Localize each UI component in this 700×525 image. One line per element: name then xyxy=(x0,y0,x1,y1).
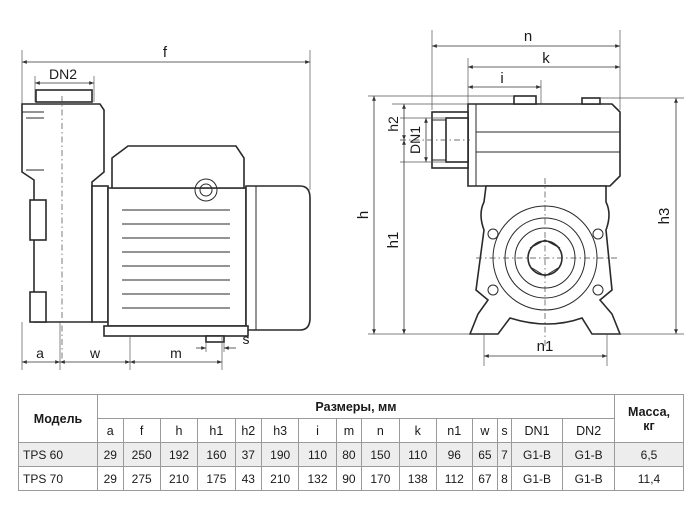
dimension-cell: 190 xyxy=(260,442,300,467)
dimension-cell: 110 xyxy=(398,442,437,467)
dimension-cell: G1-B xyxy=(510,466,564,491)
dimension-cell: 150 xyxy=(361,442,400,467)
mass-cell: 6,5 xyxy=(614,442,684,467)
dimension-cell: 175 xyxy=(197,466,236,491)
dimension-cell: 132 xyxy=(298,466,337,491)
dimension-column-header: DN1 xyxy=(510,418,564,443)
dimension-cell: G1-B xyxy=(562,442,615,467)
dimension-cell: G1-B xyxy=(562,466,615,491)
pump-dimension-drawing: f DN2 xyxy=(21,28,684,370)
dimension-cell: 110 xyxy=(298,442,337,467)
dim-label-f: f xyxy=(163,44,168,61)
dimension-cell: 170 xyxy=(361,466,400,491)
dimension-cell: 90 xyxy=(335,466,363,491)
dim-label-w: w xyxy=(89,345,101,361)
dimension-cell: 138 xyxy=(398,466,437,491)
dimension-column-header: f xyxy=(122,418,161,443)
dim-label-i: i xyxy=(500,70,503,87)
model-cell: TPS 70 xyxy=(18,466,98,491)
mass-cell: 11,4 xyxy=(614,466,684,491)
model-column-header: Модель xyxy=(18,394,98,443)
dimension-cell: 37 xyxy=(234,442,263,467)
dimension-cell: 160 xyxy=(197,442,236,467)
dim-label-n: n xyxy=(524,28,532,45)
mass-header-line2: кг xyxy=(643,418,655,433)
dim-label-dn2: DN2 xyxy=(49,66,77,82)
dim-label-h2: h2 xyxy=(385,116,401,132)
dimension-column-header: h2 xyxy=(234,418,263,443)
dimension-column-header: s xyxy=(497,418,512,443)
dimension-cell: 7 xyxy=(497,442,512,467)
dim-label-n1: n1 xyxy=(537,338,554,355)
dim-label-h: h xyxy=(355,211,372,219)
dimension-column-header: n1 xyxy=(435,418,473,443)
dimension-cell: 210 xyxy=(159,466,199,491)
dimension-cell: 192 xyxy=(159,442,199,467)
dimension-column-header: k xyxy=(398,418,437,443)
dim-label-h3: h3 xyxy=(656,208,673,225)
dimension-cell: 8 xyxy=(497,466,512,491)
dim-label-m: m xyxy=(170,345,182,361)
dimensions-group-header: Размеры, мм xyxy=(97,394,615,419)
mass-header-line1: Масса, xyxy=(628,404,670,419)
dimension-column-header: h3 xyxy=(260,418,300,443)
dim-label-a: a xyxy=(36,345,44,361)
dimension-column-header: DN2 xyxy=(562,418,615,443)
mass-column-header: Масса, кг xyxy=(614,394,684,443)
dimension-column-header: h1 xyxy=(197,418,236,443)
front-view: n k i h2 DN1 xyxy=(355,28,684,366)
dimension-cell: 29 xyxy=(97,466,124,491)
dimension-column-header: h xyxy=(159,418,199,443)
dimension-cell: 250 xyxy=(122,442,161,467)
dimension-column-header: m xyxy=(335,418,363,443)
dim-label-k: k xyxy=(542,50,550,67)
dimension-cell: 43 xyxy=(234,466,263,491)
dimension-cell: 112 xyxy=(435,466,473,491)
dim-label-h1: h1 xyxy=(385,232,402,249)
dimension-cell: 80 xyxy=(335,442,363,467)
dimension-cell: 275 xyxy=(122,466,161,491)
dimension-cell: 67 xyxy=(471,466,499,491)
dimension-column-header: n xyxy=(361,418,400,443)
side-view: f DN2 xyxy=(21,44,311,370)
model-cell: TPS 60 xyxy=(18,442,98,467)
dimension-cell: 210 xyxy=(260,466,300,491)
dim-label-s: s xyxy=(243,331,250,347)
dimension-cell: 29 xyxy=(97,442,124,467)
dimension-column-header: w xyxy=(471,418,499,443)
dimension-column-header: a xyxy=(97,418,124,443)
dimension-column-header: i xyxy=(298,418,337,443)
dimension-cell: G1-B xyxy=(510,442,564,467)
dim-label-dn1: DN1 xyxy=(407,126,423,154)
dimension-cell: 96 xyxy=(435,442,473,467)
dimension-cell: 65 xyxy=(471,442,499,467)
